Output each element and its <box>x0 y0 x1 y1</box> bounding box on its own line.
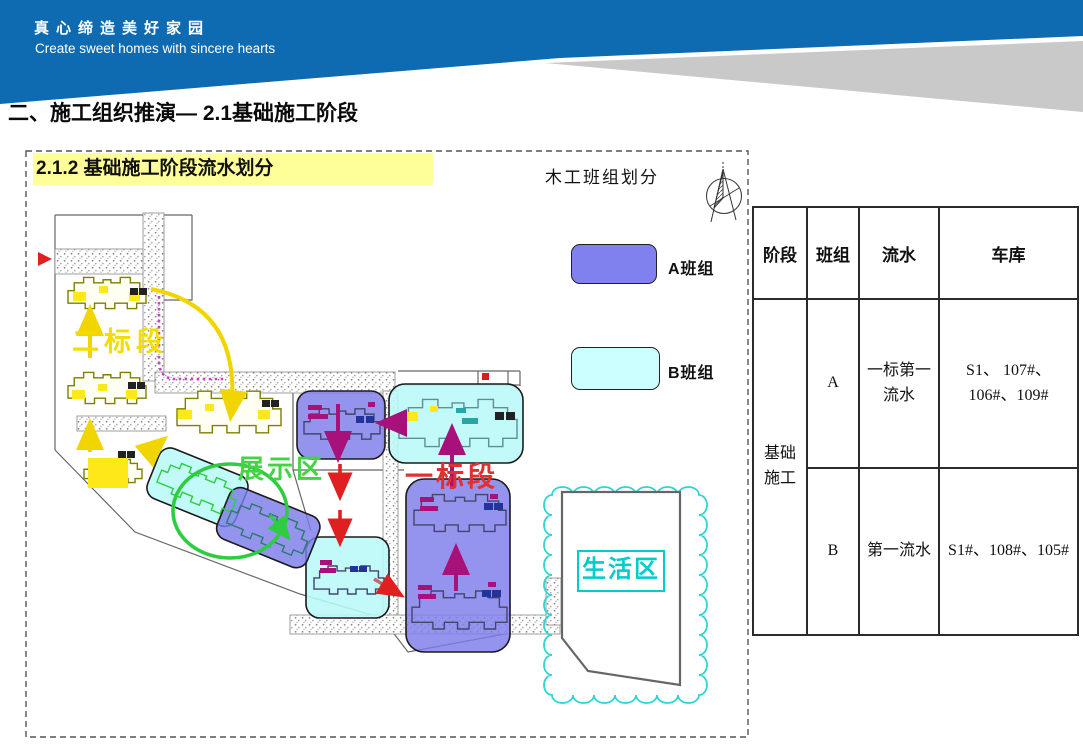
transfer-arrow <box>373 573 405 598</box>
cell-team-a: A <box>806 298 860 469</box>
cell-stage: 基础施工 <box>752 298 808 636</box>
header-slogan-cn: 真心缔造美好家园 <box>34 20 211 37</box>
col-header-flow: 流水 <box>858 206 940 300</box>
table-header-row: 阶段 班组 流水 车库 <box>752 206 1079 300</box>
legend-swatch-b-team <box>571 347 660 390</box>
page-title: 二、施工组织推演— 2.1基础施工阶段 <box>8 102 359 125</box>
revision-cloud <box>543 486 708 704</box>
col-header-team: 班组 <box>806 206 860 300</box>
cell-flow-b: 第一流水 <box>858 467 940 636</box>
zone-label-living-area: 生活区 <box>577 550 665 592</box>
flow-division-table: 阶段 班组 流水 车库 基础施工 A 一标第一流水 S1、 107#、106#、… <box>752 206 1079 636</box>
cell-garage-a: S1、 107#、106#、109# <box>938 298 1079 469</box>
yellow-flow-arrows <box>76 287 248 468</box>
flow-arrows <box>76 287 470 598</box>
small-red-mark <box>482 373 489 380</box>
living-area <box>543 486 708 704</box>
legend-label-b-team: B班组 <box>668 365 715 382</box>
building-annotations <box>72 286 515 599</box>
header-slogan-en: Create sweet homes with sincere hearts <box>35 41 276 56</box>
cell-flow-a: 一标第一流水 <box>858 298 940 469</box>
zone-label-section-2: 二标段 <box>72 327 168 357</box>
magenta-route <box>157 296 224 381</box>
diagram-dashed-border <box>25 150 749 738</box>
legend-label-a-team: A班组 <box>668 261 715 278</box>
red-arrow-marker <box>38 252 52 266</box>
legend-swatch-a-team <box>571 244 657 284</box>
cell-garage-b: S1#、108#、105# <box>938 467 1079 636</box>
green-arrow <box>267 514 291 541</box>
header-banner <box>0 0 1083 112</box>
crimson-flow-arrows <box>324 404 470 591</box>
green-circle-annotation <box>171 462 289 560</box>
col-header-garage: 车库 <box>938 206 1079 300</box>
zone-label-section-1: 一标段 <box>405 461 499 492</box>
banner-swoosh <box>545 41 1083 112</box>
table-row-b: B 第一流水 S1#、108#、105# <box>753 467 1079 636</box>
north-arrow-icon <box>706 162 742 223</box>
col-header-stage: 阶段 <box>752 206 808 300</box>
diagram-subtitle: 木工班组划分 <box>545 168 659 187</box>
b-team-zone-1 <box>388 383 524 464</box>
cell-team-b: B <box>806 467 860 636</box>
diagram-caption: 2.1.2 基础施工阶段流水划分 <box>33 153 433 185</box>
zone-label-show-area: 展示区 <box>238 454 326 484</box>
table-row-a: 基础施工 A 一标第一流水 S1、 107#、106#、109# <box>752 298 1079 636</box>
